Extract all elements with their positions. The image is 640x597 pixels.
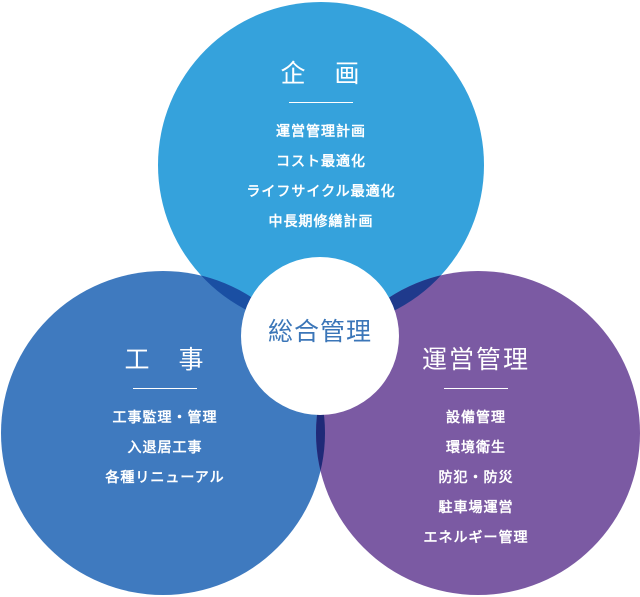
divider xyxy=(444,388,508,389)
list-item: 環境衛生 xyxy=(446,440,506,456)
list-item: 防犯・防災 xyxy=(438,470,514,486)
divider xyxy=(133,388,197,389)
list-item: 運営管理計画 xyxy=(276,124,366,140)
list-item: 設備管理 xyxy=(446,410,506,426)
divider xyxy=(289,102,353,103)
planning-block: 企 画 運営管理計画 コスト最適化 ライフサイクル最適化 中長期修繕計画 xyxy=(201,54,441,237)
construction-block: 工 事 工事監理・管理 入退居工事 各種リニューアル xyxy=(45,340,285,493)
list-item: コスト最適化 xyxy=(276,154,366,170)
circle-planning xyxy=(158,2,484,328)
list-item: 入退居工事 xyxy=(127,440,203,456)
list-item: エネルギー管理 xyxy=(423,530,529,546)
list-item: 中長期修繕計画 xyxy=(268,214,374,230)
construction-title: 工 事 xyxy=(124,345,206,374)
list-item: 各種リニューアル xyxy=(105,470,225,486)
operations-title: 運営管理 xyxy=(421,345,530,374)
list-item: 工事監理・管理 xyxy=(112,410,218,426)
list-item: ライフサイクル最適化 xyxy=(246,184,396,200)
list-item: 駐車場運営 xyxy=(438,500,514,516)
operations-block: 運営管理 設備管理 環境衛生 防犯・防災 駐車場運営 エネルギー管理 xyxy=(356,340,596,553)
planning-title: 企 画 xyxy=(280,59,362,88)
center-circle xyxy=(241,257,399,415)
center-label: 総合管理 xyxy=(267,317,372,346)
